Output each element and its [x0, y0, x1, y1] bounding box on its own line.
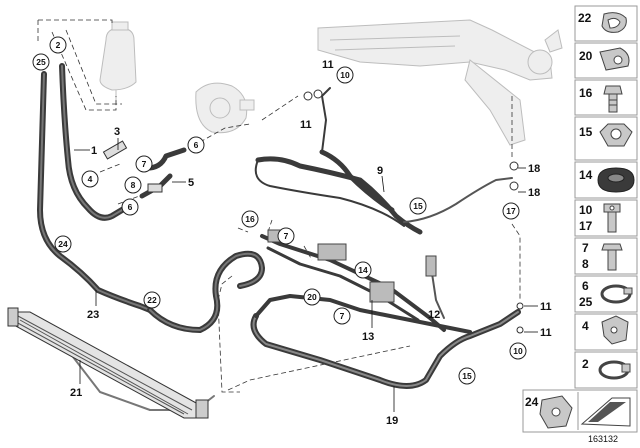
rail-brackets — [267, 229, 437, 303]
panel-num-7: 7 — [582, 241, 589, 255]
circle-10b: 10 — [509, 342, 527, 360]
circle-6b: 6 — [121, 198, 139, 216]
label-21: 21 — [70, 387, 82, 399]
label-11d: 11 — [540, 327, 552, 339]
svg-text:24: 24 — [58, 239, 68, 249]
svg-text:6: 6 — [194, 140, 199, 150]
panel-num-6: 6 — [582, 279, 589, 293]
bolt-icon — [603, 85, 623, 113]
grommet-icon — [597, 167, 635, 193]
svg-text:4: 4 — [88, 174, 93, 184]
circle-15b: 15 — [458, 367, 476, 385]
pipe-9 — [321, 87, 331, 153]
svg-text:15: 15 — [462, 371, 472, 381]
pipe-19 — [250, 309, 521, 389]
circle-10a: 10 — [336, 66, 354, 84]
steering-rack-faded — [317, 19, 563, 146]
label-18b: 18 — [528, 187, 540, 199]
circle-7a: 7 — [135, 155, 153, 173]
svg-text:10: 10 — [513, 346, 523, 356]
circle-24: 24 — [54, 235, 72, 253]
label-13: 13 — [362, 331, 374, 343]
panel-num-17: 17 — [579, 219, 593, 233]
svg-text:6: 6 — [128, 202, 133, 212]
svg-text:22: 22 — [147, 295, 157, 305]
label-3: 3 — [114, 126, 120, 138]
panel-num-4: 4 — [582, 319, 589, 333]
circle-7b: 7 — [277, 227, 295, 245]
label-9: 9 — [377, 165, 383, 177]
reference-number: 163132 — [588, 434, 618, 444]
label-19: 19 — [386, 415, 398, 427]
circle-16: 16 — [241, 210, 259, 228]
pump-faded — [195, 82, 255, 134]
circle-15a: 15 — [409, 197, 427, 215]
circle-8: 8 — [124, 176, 142, 194]
circle-14: 14 — [354, 261, 372, 279]
svg-text:7: 7 — [142, 159, 147, 169]
panel-num-15: 15 — [579, 125, 593, 139]
circled-callouts: 2 25 4 7 8 6 6 10 15 17 16 7 24 14 22 20… — [32, 36, 527, 385]
clip-icon — [539, 395, 573, 429]
circle-22: 22 — [143, 291, 161, 309]
label-11c: 11 — [540, 301, 552, 313]
panel-num-10: 10 — [579, 203, 593, 217]
panel-num-22: 22 — [578, 11, 592, 25]
label-23: 23 — [87, 309, 99, 321]
svg-text:7: 7 — [340, 311, 345, 321]
callout-labels: 1 3 5 9 11 11 11 11 18 18 12 13 19 21 23 — [70, 59, 552, 427]
nut-icon — [599, 123, 633, 147]
label-11a: 11 — [322, 59, 334, 71]
panel-num-8: 8 — [582, 257, 589, 271]
small-parts — [102, 89, 524, 334]
screw-icon — [601, 243, 623, 271]
circle-7c: 7 — [333, 307, 351, 325]
label-18a: 18 — [528, 163, 540, 175]
circle-6a: 6 — [187, 136, 205, 154]
label-1: 1 — [91, 145, 97, 157]
svg-text:16: 16 — [245, 214, 255, 224]
svg-text:2: 2 — [56, 40, 61, 50]
panel-num-24: 24 — [525, 395, 539, 409]
label-11b: 11 — [300, 119, 312, 131]
circle-2: 2 — [49, 36, 67, 54]
arrow-icon — [577, 392, 631, 430]
panel-num-25: 25 — [579, 295, 593, 309]
circle-25: 25 — [32, 53, 50, 71]
pipe-17 — [403, 177, 513, 223]
hose-22 — [147, 250, 265, 333]
holder-icon — [601, 315, 629, 345]
svg-text:7: 7 — [284, 231, 289, 241]
banjo-bolt-icon — [603, 203, 621, 233]
band-clamp-icon — [598, 360, 631, 380]
label-12: 12 — [428, 309, 440, 321]
svg-text:8: 8 — [131, 180, 136, 190]
svg-text:14: 14 — [358, 265, 368, 275]
svg-text:20: 20 — [307, 292, 317, 302]
svg-text:25: 25 — [36, 57, 46, 67]
svg-text:15: 15 — [413, 201, 423, 211]
circle-17: 17 — [502, 202, 520, 220]
circle-20: 20 — [303, 288, 321, 306]
panel-num-20: 20 — [579, 49, 593, 63]
panel-num-16: 16 — [579, 86, 593, 100]
clamp-bracket-icon — [599, 47, 630, 71]
hose-lines — [37, 63, 521, 411]
circle-4: 4 — [81, 170, 99, 188]
svg-text:17: 17 — [506, 206, 516, 216]
reservoir-faded — [99, 21, 137, 102]
clamp-icon — [601, 12, 627, 33]
panel-num-14: 14 — [579, 168, 593, 182]
panel-num-2: 2 — [582, 357, 589, 371]
hose-clamp-icon — [600, 284, 633, 304]
parts-panel: 22 20 16 15 14 10 17 7 8 6 25 4 2 24 — [522, 5, 638, 433]
label-5: 5 — [188, 177, 194, 189]
svg-text:10: 10 — [340, 70, 350, 80]
oil-cooler — [7, 307, 209, 419]
